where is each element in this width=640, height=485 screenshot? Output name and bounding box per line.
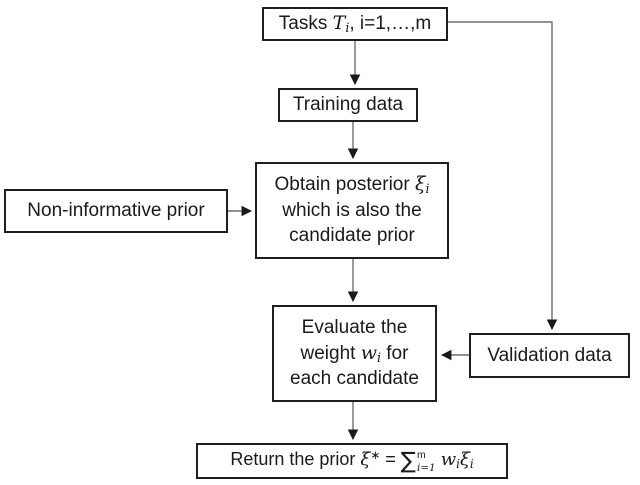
math-var-w: w — [360, 341, 377, 364]
node-evaluate-weight-label: Evaluate the weight wi for each candidat… — [290, 317, 419, 390]
node-training-data-label: Training data — [292, 94, 404, 116]
math-sub-i: i — [469, 457, 474, 472]
math-var-xi2: ξ — [459, 449, 470, 471]
node-tasks: Tasks Ti, i=1,…,m — [262, 7, 448, 41]
node-validation-data-label: Validation data — [487, 344, 612, 366]
node-validation-data: Validation data — [469, 333, 630, 378]
node-evaluate-weight: Evaluate the weight wi for each candidat… — [272, 305, 437, 402]
math-var-xi: ξ — [414, 173, 426, 196]
node-training-data: Training data — [278, 88, 418, 122]
math-var-xi-star: ξ — [360, 449, 371, 471]
math-sup-star: ∗ — [370, 448, 381, 463]
math-sub-i: i — [456, 457, 460, 472]
node-noninformative-prior: Non-informative prior — [4, 189, 228, 233]
sum-upper-limit: m — [416, 449, 426, 461]
math-sub-i: i — [345, 20, 350, 36]
math-sub-i: i — [425, 181, 430, 197]
sigma-symbol: ∑ — [400, 448, 416, 475]
node-obtain-posterior-label: Obtain posterior ξi which is also the ca… — [274, 173, 430, 247]
sum-lower-limit: i=1 — [416, 461, 436, 474]
math-var-w: w — [440, 449, 457, 471]
math-sub-i: i — [376, 349, 381, 365]
math-var-T: T — [332, 12, 346, 35]
node-obtain-posterior: Obtain posterior ξi which is also the ca… — [255, 162, 449, 259]
node-noninformative-prior-label: Non-informative prior — [27, 200, 205, 222]
node-tasks-label: Tasks Ti, i=1,…,m — [278, 12, 432, 36]
arrow-tasks-to-validation — [448, 21, 558, 331]
